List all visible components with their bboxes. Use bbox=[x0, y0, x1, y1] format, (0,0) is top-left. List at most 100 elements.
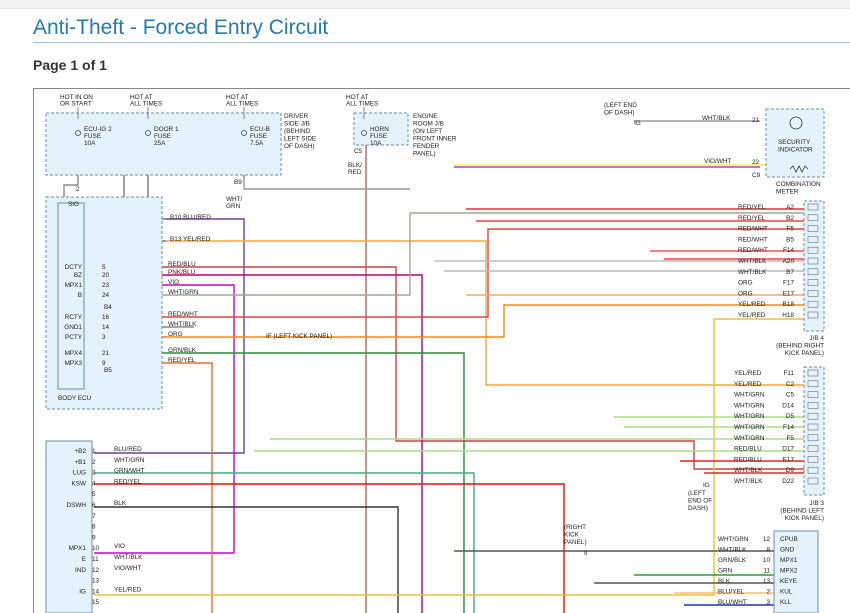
wht-blk-top-label: WHT/BLK bbox=[702, 115, 731, 122]
label-line: ECU-B bbox=[250, 126, 270, 133]
wire bbox=[94, 472, 475, 613]
ecu-pin-number: 14 bbox=[102, 324, 110, 331]
label-line: ROOM J/B bbox=[413, 121, 444, 128]
jb3-terminal bbox=[807, 434, 819, 442]
rk-wire-color: BLK bbox=[718, 578, 731, 585]
label-line: DASH) bbox=[688, 505, 708, 512]
jb3-terminal bbox=[807, 369, 819, 377]
label-line: INDICATOR bbox=[778, 147, 813, 154]
ecu-wire-color: RED/YEL bbox=[168, 357, 196, 364]
lower-wire-color: WHT/BLK bbox=[114, 554, 143, 561]
wire bbox=[94, 483, 565, 613]
page-title: Anti-Theft - Forced Entry Circuit bbox=[33, 16, 329, 39]
label-line: SECURITY bbox=[778, 139, 811, 146]
fuse-icon bbox=[241, 130, 247, 136]
ecu-pin-number: 9 bbox=[102, 360, 106, 367]
lower-pin-number: 6 bbox=[92, 502, 96, 509]
body-ecu-label: BODY ECU bbox=[58, 395, 92, 402]
ecu-pin-name: GND1 bbox=[64, 324, 82, 331]
jb4-terminal bbox=[807, 236, 819, 243]
lower-wire-color: BLK bbox=[114, 500, 127, 507]
jb3-pin-number: D17 bbox=[782, 446, 794, 453]
label-line: ALL TIMES bbox=[226, 101, 258, 108]
label-line: (RIGHT bbox=[564, 524, 586, 531]
jb4-pin-number: B18 bbox=[783, 301, 795, 308]
lower-pin-number: 11 bbox=[92, 556, 99, 563]
lower-pin-name: DSWH bbox=[66, 502, 86, 509]
label-line: DRIVER bbox=[284, 113, 309, 120]
jb4-terminal bbox=[807, 279, 819, 286]
ecu-pin-name: PCTY bbox=[65, 334, 83, 341]
lower-pin-number: 5 bbox=[92, 491, 96, 498]
ecu-wire-color: WHT/GRN bbox=[168, 289, 199, 296]
label-line: HORN bbox=[370, 126, 389, 133]
label-line: 25A bbox=[154, 140, 166, 147]
jb4-pin-number: A20 bbox=[783, 258, 795, 265]
jb3-terminal bbox=[807, 477, 819, 485]
rk-pin-number: 8 bbox=[766, 547, 770, 554]
pin-2-label: 2 bbox=[76, 186, 80, 193]
jb4-wire-color: YEL/RED bbox=[738, 301, 766, 308]
rk-wire-color: BLU/WHT bbox=[718, 599, 747, 606]
jb3-pin-number: D9 bbox=[786, 467, 795, 474]
lower-pin-number: 1 bbox=[92, 448, 96, 455]
jb4-pin-number: F17 bbox=[783, 280, 794, 287]
label-line: (BEHIND RIGHT bbox=[776, 343, 824, 350]
lower-pin-name: IG bbox=[79, 588, 86, 595]
wire bbox=[94, 304, 804, 338]
rk-pin-name: GND bbox=[780, 547, 795, 554]
ecu-wire-color: WHT/BLK bbox=[168, 321, 197, 328]
rk-pin-number: 11 bbox=[763, 568, 770, 575]
wht-grn-label: WHT/GRN bbox=[226, 196, 243, 210]
jb3-box bbox=[803, 366, 825, 496]
label-line: ALL TIMES bbox=[346, 101, 378, 108]
jb3-wire-color: WHT/GRN bbox=[734, 402, 765, 409]
label-line: (BEHIND LEFT bbox=[780, 508, 824, 515]
label-line: 7.5A bbox=[250, 140, 264, 147]
jb3-pin-number: E17 bbox=[783, 456, 795, 463]
jb4-terminal bbox=[807, 214, 819, 222]
label-line: SIDE J/B bbox=[284, 121, 310, 128]
lower-pin-number: 8 bbox=[92, 524, 96, 531]
jb4-pin-number: F5 bbox=[787, 226, 795, 233]
b4-label: B4 bbox=[104, 304, 112, 311]
rk-pin-number: 10 bbox=[763, 557, 771, 564]
label-line: LEFT SIDE bbox=[284, 136, 316, 143]
jb3-wire-color: WHT/GRN bbox=[734, 392, 765, 399]
jb3-terminal bbox=[807, 466, 819, 474]
jb3-pin-number: C2 bbox=[786, 381, 795, 388]
label-line: OR START bbox=[60, 101, 92, 108]
lower-wire-color: VIO bbox=[114, 543, 125, 550]
label-line: OF DASH) bbox=[284, 143, 315, 150]
jb3-wire-color: YEL/RED bbox=[734, 381, 762, 388]
jb4-terminal bbox=[807, 268, 819, 276]
pin-22-label: 22 bbox=[752, 159, 760, 166]
ecu-wire-color: VIO bbox=[168, 279, 179, 286]
driver-jb-box bbox=[45, 112, 282, 176]
left-kick-panel-label: IF (LEFT KICK PANEL) bbox=[266, 333, 332, 340]
fuse-icon bbox=[361, 130, 367, 136]
wire bbox=[94, 228, 804, 318]
b5-label: B5 bbox=[104, 367, 112, 374]
jb3-wire-color: RED/BLU bbox=[734, 456, 762, 463]
pin-21-label: 21 bbox=[752, 117, 760, 124]
ecu-wire-color: RED/WHT bbox=[168, 311, 198, 318]
label-line: FRONT INNER bbox=[413, 136, 457, 143]
wire bbox=[94, 284, 235, 554]
ig-label-2: IG bbox=[703, 482, 710, 489]
lower-pin-number: 14 bbox=[92, 588, 100, 595]
lower-pin-number: 15 bbox=[92, 599, 100, 606]
